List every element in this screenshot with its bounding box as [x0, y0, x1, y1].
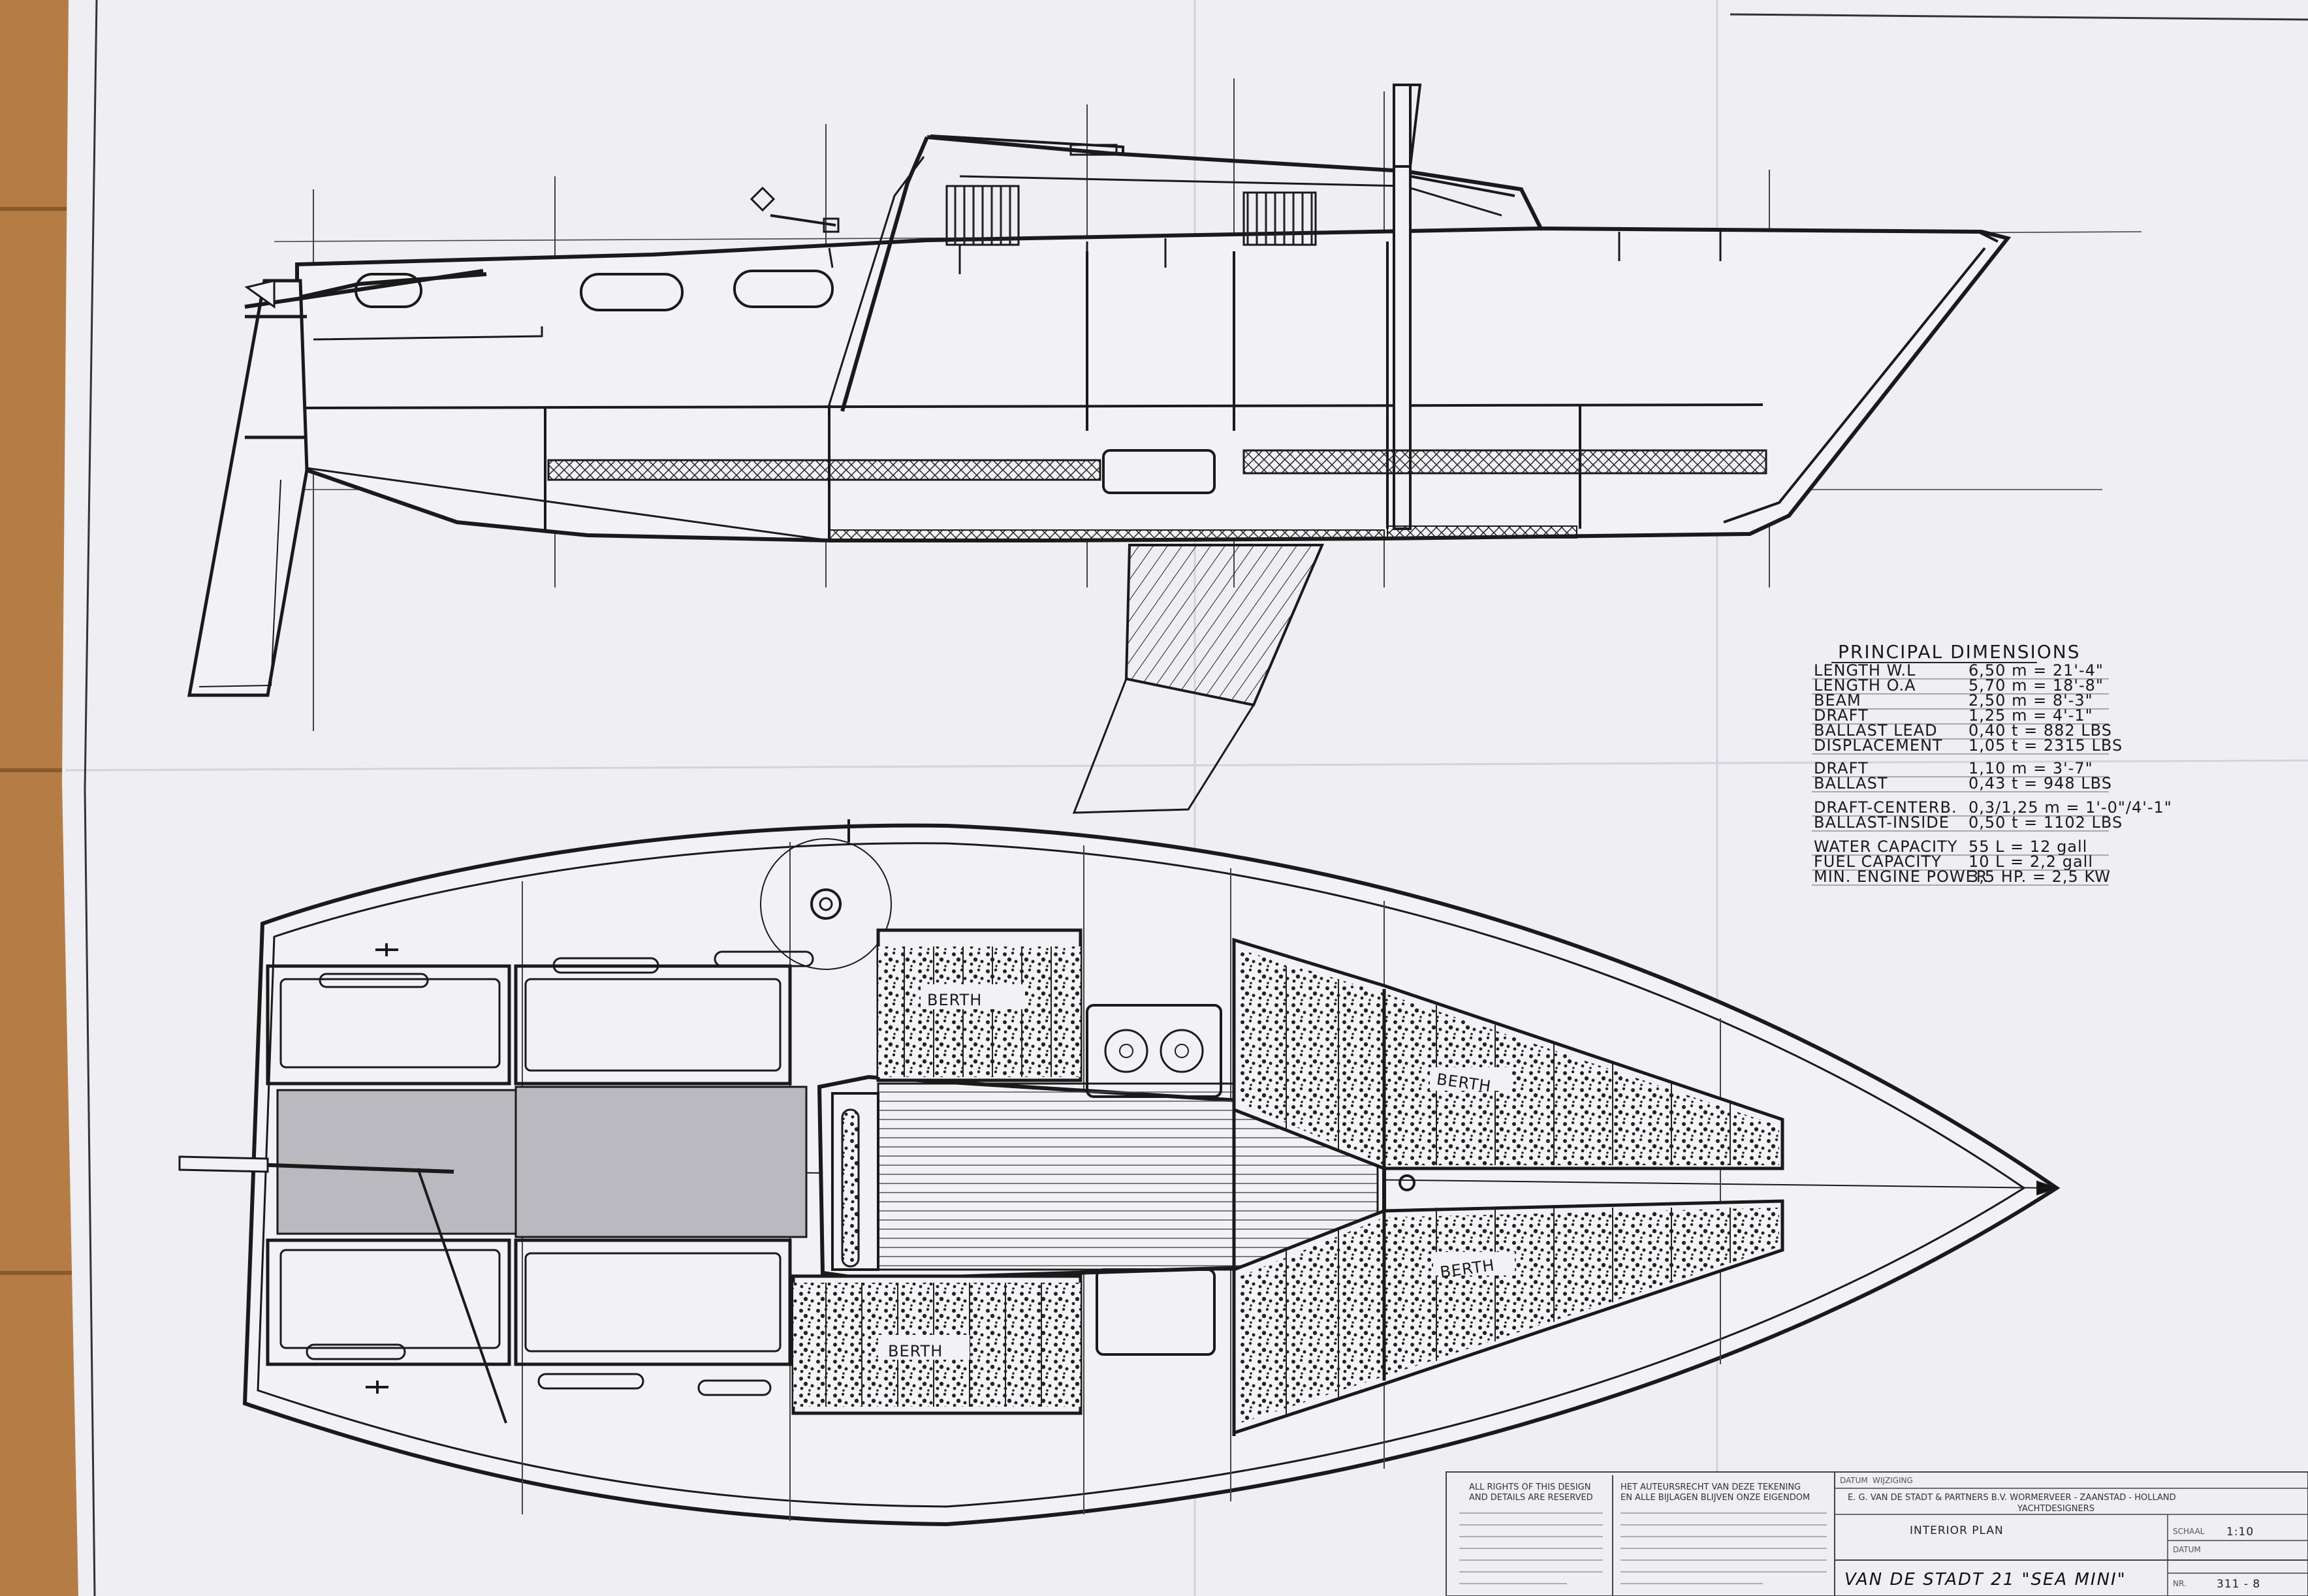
dimension-label: BALLAST	[1814, 774, 1888, 792]
dimension-label: LENGTH W.L	[1814, 661, 1916, 680]
dimension-label: MIN. ENGINE POWER	[1814, 868, 1987, 886]
company-name: E. G. VAN DE STADT & PARTNERS B.V. WORME…	[1848, 1493, 2176, 1503]
wijziging-label: WIJZIGING	[1873, 1476, 1913, 1485]
cockpit-locker-port	[266, 964, 511, 1086]
settee-cushion-aft	[547, 459, 1101, 481]
drawing-border-left	[84, 0, 98, 1596]
dimension-value: 3,5 HP. = 2,5 KW	[1968, 868, 2111, 886]
ventilator	[750, 186, 776, 212]
dimension-label: DRAFT	[1814, 759, 1869, 777]
cockpit-sole-fwd	[514, 1086, 808, 1238]
dimension-value: 1,10 m = 3'-7"	[1968, 759, 2093, 777]
dimension-label: FUEL CAPACITY	[1814, 853, 1942, 871]
dimension-value: 2,50 m = 8'-3"	[1968, 691, 2093, 710]
dimension-value: 0,43 t = 948 LBS	[1968, 774, 2112, 792]
dimension-value: 5,70 m = 18'-8"	[1968, 676, 2104, 695]
rights-nl-line-2: EN ALLE BIJLAGEN BLIJVEN ONZE EIGENDOM	[1620, 1493, 1810, 1503]
dimension-value: 0,50 t = 1102 LBS	[1968, 813, 2123, 832]
dimension-label: WATER CAPACITY	[1814, 837, 1957, 856]
side-elevation	[187, 78, 2142, 814]
dimension-value: 1,25 m = 4'-1"	[1968, 706, 2093, 725]
drawing-number: 311 - 8	[2217, 1578, 2260, 1591]
dimension-label: DISPLACEMENT	[1814, 736, 1943, 755]
mainsheet-line	[417, 1168, 507, 1424]
stove	[1086, 1004, 1222, 1098]
principal-dimensions-title: PRINCIPAL DIMENSIONS	[1838, 641, 2081, 663]
centerboard	[1072, 678, 1255, 814]
companionway-step	[1102, 449, 1216, 494]
rights-nl-fineprint	[1620, 1512, 1827, 1584]
dimension-label: DRAFT-CENTERB.	[1814, 798, 1957, 817]
dimension-label: DRAFT	[1814, 706, 1869, 725]
cockpit-locker-stbd-2	[514, 1238, 792, 1366]
dimension-value: 55 L = 12 gall	[1968, 837, 2087, 856]
company-subtitle: YACHTDESIGNERS	[2017, 1504, 2095, 1514]
wood-grain	[0, 207, 72, 1275]
drawing-title: INTERIOR PLAN	[1910, 1524, 2004, 1537]
rights-en-line-2: AND DETAILS ARE RESERVED	[1469, 1493, 1593, 1503]
porthole-3	[733, 270, 834, 308]
dimension-value: 1,05 t = 2315 LBS	[1968, 736, 2123, 755]
tiller	[244, 269, 484, 309]
drawing-border-top	[1730, 13, 2308, 21]
dimension-label: BALLAST-INSIDE	[1814, 813, 1950, 832]
rights-en-line-1: ALL RIGHTS OF THIS DESIGN	[1469, 1482, 1590, 1492]
title-block: ALL RIGHTS OF THIS DESIGN AND DETAILS AR…	[1446, 1471, 2308, 1596]
settee-cushion-fwd	[1242, 449, 1767, 475]
boat-name: VAN DE STADT 21 "SEA MINI"	[1844, 1570, 2126, 1589]
rights-en-fineprint	[1459, 1512, 1603, 1584]
dimension-value: 6,50 m = 21'-4"	[1968, 661, 2104, 680]
schaal-label: SCHAAL	[2173, 1527, 2205, 1536]
rudder	[187, 279, 309, 697]
dimension-label: BEAM	[1814, 691, 1861, 710]
dimension-label: BALLAST LEAD	[1814, 721, 1938, 740]
nr-label: NR.	[2173, 1579, 2187, 1588]
principal-dimensions-table: PRINCIPAL DIMENSIONS LENGTH W.L 6,50 m = …	[1812, 641, 2172, 886]
plan-view	[178, 819, 2061, 1527]
datum-label: DATUM	[1840, 1476, 1868, 1485]
datum2-label: DATUM	[2173, 1545, 2201, 1554]
dimension-value: 0,3/1,25 m = 1'-0"/4'-1"	[1968, 798, 2172, 817]
vent-hatch-aft	[945, 185, 1020, 246]
chart-table	[1096, 1268, 1216, 1356]
vent-hatch-fwd	[1242, 191, 1317, 246]
dimension-label: LENGTH O.A	[1814, 676, 1916, 695]
porthole-2	[580, 273, 684, 311]
cockpit-locker-port-2	[514, 964, 792, 1086]
cockpit-locker-stbd	[266, 1238, 511, 1366]
cockpit-sole-aft	[276, 1089, 520, 1235]
dimension-value: 10 L = 2,2 gall	[1968, 853, 2093, 871]
schaal-value: 1:10	[2226, 1526, 2254, 1539]
berth-label-port-aft: BERTH	[927, 991, 982, 1009]
dimension-value: 0,40 t = 882 LBS	[1968, 721, 2112, 740]
berth-label-stbd-aft: BERTH	[888, 1342, 943, 1360]
rights-nl-line-1: HET AUTEURSRECHT VAN DEZE TEKENING	[1620, 1482, 1801, 1492]
